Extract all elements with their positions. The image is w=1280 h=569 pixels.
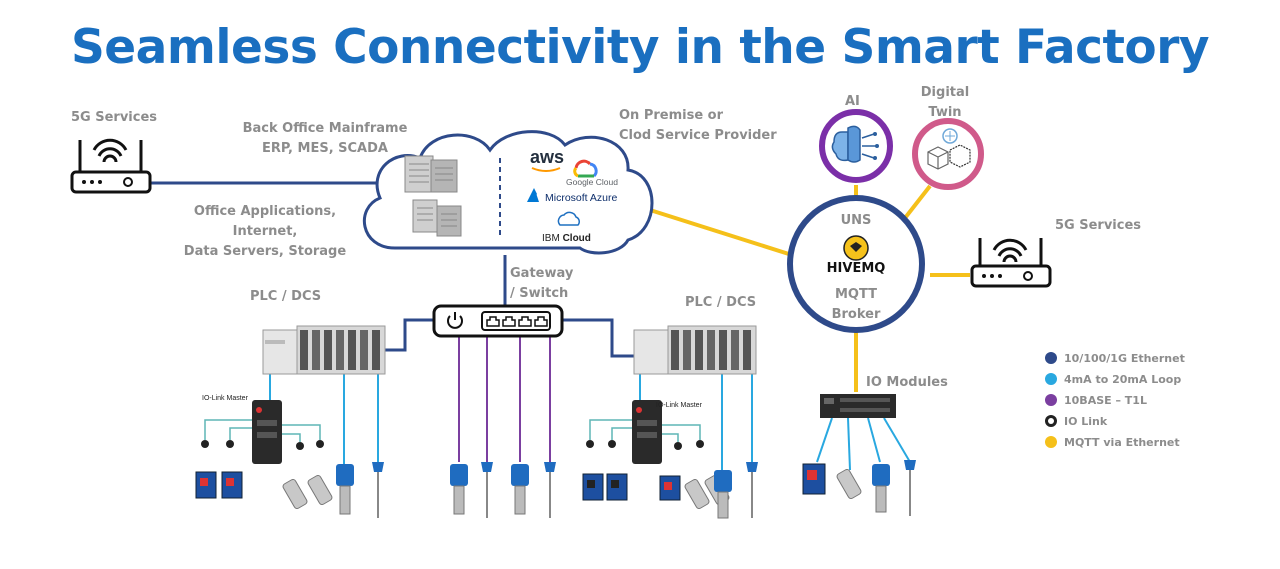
router-icon-right bbox=[970, 238, 1052, 288]
label-iolink-master-left: IO-Link Master bbox=[202, 395, 248, 402]
label-uns: UNS bbox=[840, 213, 872, 228]
photoelectric-sensor-icon bbox=[802, 463, 826, 495]
legend: 10/100/1G Ethernet 4mA to 20mA Loop 10BA… bbox=[1045, 348, 1245, 453]
legend-label: 10BASE – T1L bbox=[1064, 393, 1147, 407]
ethernet-port-icon bbox=[502, 316, 516, 327]
label-5g-services-left: 5G Services bbox=[71, 110, 158, 125]
azure-icon bbox=[527, 188, 539, 202]
aws-logo: aws bbox=[530, 147, 564, 167]
label-plc-right: PLC / DCS bbox=[685, 295, 757, 310]
photoelectric-sensor-icon bbox=[221, 471, 243, 499]
legend-item: IO Link bbox=[1045, 411, 1245, 431]
pressure-transmitter-icon bbox=[511, 464, 529, 515]
iolink-master-left bbox=[252, 400, 282, 464]
aws-smile-icon bbox=[531, 167, 561, 172]
plc-rack-left bbox=[262, 325, 386, 375]
label-io-modules: IO Modules bbox=[866, 375, 948, 390]
mqtt-line-broker-twin bbox=[903, 184, 932, 220]
io-link-dot-icon bbox=[1045, 415, 1057, 427]
legend-item: 10/100/1G Ethernet bbox=[1045, 348, 1245, 368]
temperature-probe-icon bbox=[904, 460, 916, 516]
label-office-apps: Office Applications, Internet,Data Serve… bbox=[183, 204, 347, 259]
ibm-cloud-icon bbox=[557, 211, 580, 226]
proximity-sensor-icon bbox=[307, 474, 333, 506]
temperature-probe-icon bbox=[544, 462, 556, 518]
google-cloud-logo: Google Cloud bbox=[566, 177, 618, 187]
gateway-switch bbox=[432, 304, 564, 338]
ethernet-port-icon bbox=[518, 316, 532, 327]
legend-label: IO Link bbox=[1064, 414, 1108, 428]
pressure-transmitter-icon bbox=[872, 464, 890, 513]
server-icon bbox=[404, 155, 458, 193]
proximity-sensor-icon bbox=[282, 478, 308, 510]
temperature-probe-icon bbox=[481, 462, 493, 518]
ethernet-port-icon bbox=[534, 316, 548, 327]
label-gateway: Gateway/ Switch bbox=[510, 266, 574, 301]
legend-label: MQTT via Ethernet bbox=[1064, 435, 1180, 449]
router-icon-left bbox=[70, 138, 152, 194]
photoelectric-sensor-icon bbox=[195, 471, 217, 499]
legend-item: 4mA to 20mA Loop bbox=[1045, 369, 1245, 389]
label-5g-services-right: 5G Services bbox=[1055, 218, 1142, 233]
iolink-master-right bbox=[632, 400, 662, 464]
server-icon bbox=[412, 199, 462, 237]
photoelectric-sensor-icon bbox=[582, 473, 604, 501]
pressure-transmitter-icon bbox=[336, 464, 354, 515]
ethernet-port-icon bbox=[486, 316, 500, 327]
temperature-probe-icon bbox=[372, 462, 384, 518]
pressure-transmitter-icon bbox=[714, 470, 732, 519]
brain-icon bbox=[831, 125, 879, 163]
io-link-connector-icon bbox=[201, 440, 704, 450]
azure-logo: Microsoft Azure bbox=[545, 192, 618, 204]
power-icon bbox=[447, 312, 463, 329]
photoelectric-sensor-icon bbox=[606, 473, 628, 501]
ibm-logo: IBM Cloud bbox=[542, 233, 591, 244]
proximity-sensor-icon bbox=[836, 468, 862, 500]
plc-rack-right bbox=[633, 325, 757, 375]
label-iolink-master-right: IO-Link Master bbox=[656, 402, 702, 409]
legend-item: MQTT via Ethernet bbox=[1045, 432, 1245, 452]
temperature-probe-icon bbox=[746, 462, 758, 518]
mqtt-line-cloud-broker bbox=[649, 208, 793, 257]
legend-dot-icon bbox=[1045, 394, 1057, 406]
ethernet-line-gateway-plc-right bbox=[562, 318, 636, 358]
label-ai: AI bbox=[845, 94, 860, 109]
digital-twin-node bbox=[912, 118, 984, 190]
proximity-sensor-icon bbox=[684, 478, 710, 510]
google-cloud-icon bbox=[573, 159, 598, 178]
page-title: Seamless Connectivity in the Smart Facto… bbox=[70, 20, 1210, 75]
label-plc-left: PLC / DCS bbox=[250, 289, 322, 304]
ethernet-line-gateway-plc-left bbox=[385, 318, 433, 352]
io-module-device bbox=[820, 394, 896, 418]
mqtt-broker-node: HIVEMQ bbox=[787, 195, 925, 333]
legend-dot-icon bbox=[1045, 373, 1057, 385]
hivemq-logo: HIVEMQ bbox=[827, 261, 886, 276]
legend-label: 10/100/1G Ethernet bbox=[1064, 351, 1185, 365]
ai-node bbox=[819, 109, 893, 183]
legend-label: 4mA to 20mA Loop bbox=[1064, 372, 1182, 386]
legend-dot-icon bbox=[1045, 352, 1057, 364]
legend-item: 10BASE – T1L bbox=[1045, 390, 1245, 410]
legend-dot-icon bbox=[1045, 436, 1057, 448]
connection-lines bbox=[150, 181, 970, 471]
pressure-transmitter-icon bbox=[450, 464, 468, 515]
photoelectric-sensor-icon bbox=[659, 475, 681, 501]
digital-twin-icon bbox=[927, 128, 971, 170]
